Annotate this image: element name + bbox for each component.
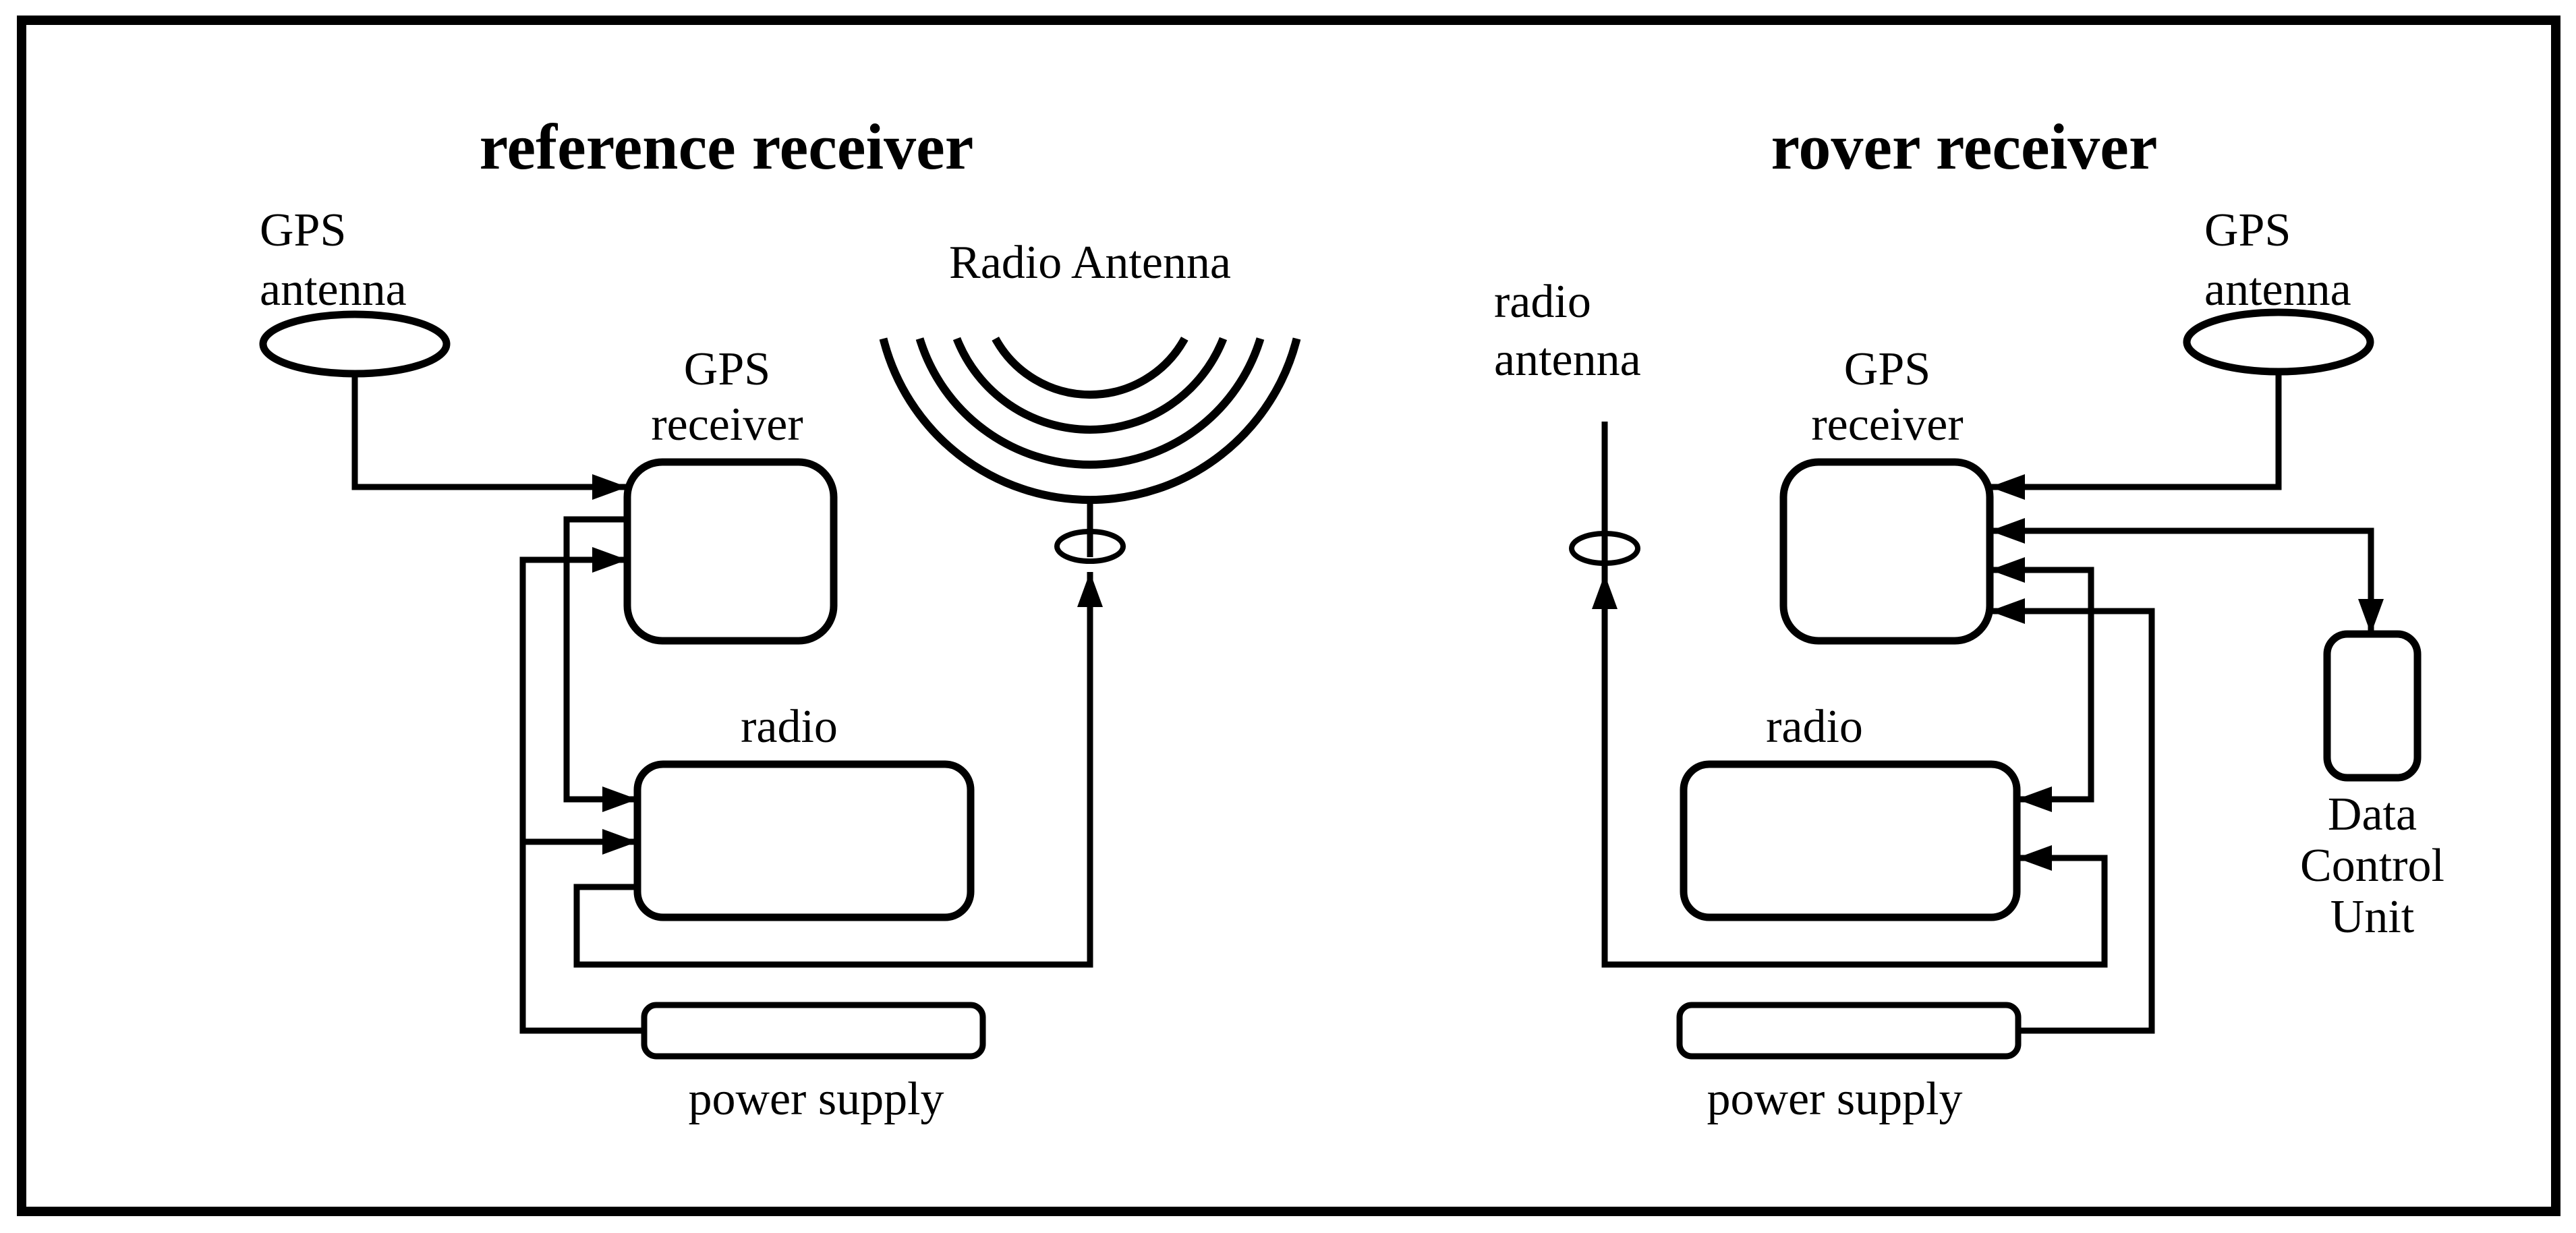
rover-power-to-gps-receiver-cable	[1990, 598, 2155, 1034]
gps-receiver-label-line1: GPS	[684, 343, 770, 395]
rover-gps-antenna-label-line1: GPS	[2204, 204, 2291, 256]
rover-gps-receiver-to-radio-cable	[1990, 557, 2094, 812]
rover-gps-antenna-ellipse	[2183, 308, 2374, 376]
data-control-unit-label-line3: Unit	[2330, 891, 2415, 943]
gps-antenna-ellipse	[259, 310, 451, 378]
rover-gps-receiver-box	[1779, 458, 1994, 645]
radio-wave-arc-2	[952, 337, 1228, 434]
gps-receiver-box	[623, 458, 838, 645]
gps-antenna-label-line2: antenna	[260, 264, 407, 316]
radio-wave-arc-3	[915, 337, 1265, 469]
radio-to-antenna-cable	[573, 572, 1103, 968]
gps-antenna-label-line1: GPS	[260, 204, 346, 256]
rover-gps-receiver-label-line2: receiver	[1811, 399, 1963, 451]
reference-receiver-section: reference receiver GPS antenna GPS recei…	[259, 111, 1301, 1125]
rover-radio-box	[1680, 760, 2021, 921]
data-control-unit-box	[2323, 630, 2422, 782]
gps-antenna-to-receiver-cable	[351, 374, 627, 500]
rover-radio-antenna-label-line2: antenna	[1494, 334, 1641, 386]
data-control-unit-label-line2: Control	[2300, 840, 2444, 892]
rover-gps-receiver-label-line1: GPS	[1844, 343, 1930, 395]
power-supply-box	[641, 1002, 986, 1060]
rover-gps-antenna-label-line2: antenna	[2204, 264, 2351, 316]
rover-gps-antenna-cable	[1990, 372, 2282, 500]
rover-radio-label: radio	[1766, 701, 1863, 753]
rover-radio-antenna-label-line1: radio	[1494, 276, 1591, 328]
gps-receiver-label-line2: receiver	[651, 399, 803, 451]
radio-box	[633, 760, 975, 921]
gps-receiver-to-radio-cable	[563, 516, 637, 812]
rover-receiver-section: rover receiver radio antenna GPS antenna…	[1494, 111, 2444, 1125]
antenna-to-radio-cable	[1601, 422, 2108, 968]
radio-antenna-title: Radio Antenna	[949, 237, 1231, 289]
radio-label: radio	[741, 701, 838, 753]
power-to-gps-receiver-cable	[519, 547, 644, 1034]
antenna-feed-ellipse	[1054, 529, 1126, 564]
power-supply-label: power supply	[688, 1073, 944, 1125]
rover-antenna-feed-ellipse	[1569, 531, 1640, 566]
radio-wave-arc-4	[879, 337, 1301, 505]
reference-receiver-title: reference receiver	[480, 111, 974, 183]
data-control-unit-label-line1: Data	[2328, 788, 2417, 840]
radio-wave-arc-1	[992, 337, 1189, 399]
gps-receiver-to-dcu-cable	[1990, 518, 2384, 634]
rover-power-supply-label: power supply	[1707, 1073, 1962, 1125]
rover-power-supply-box	[1676, 1002, 2022, 1060]
rover-receiver-title: rover receiver	[1771, 111, 2158, 183]
outer-frame	[17, 16, 2560, 1216]
